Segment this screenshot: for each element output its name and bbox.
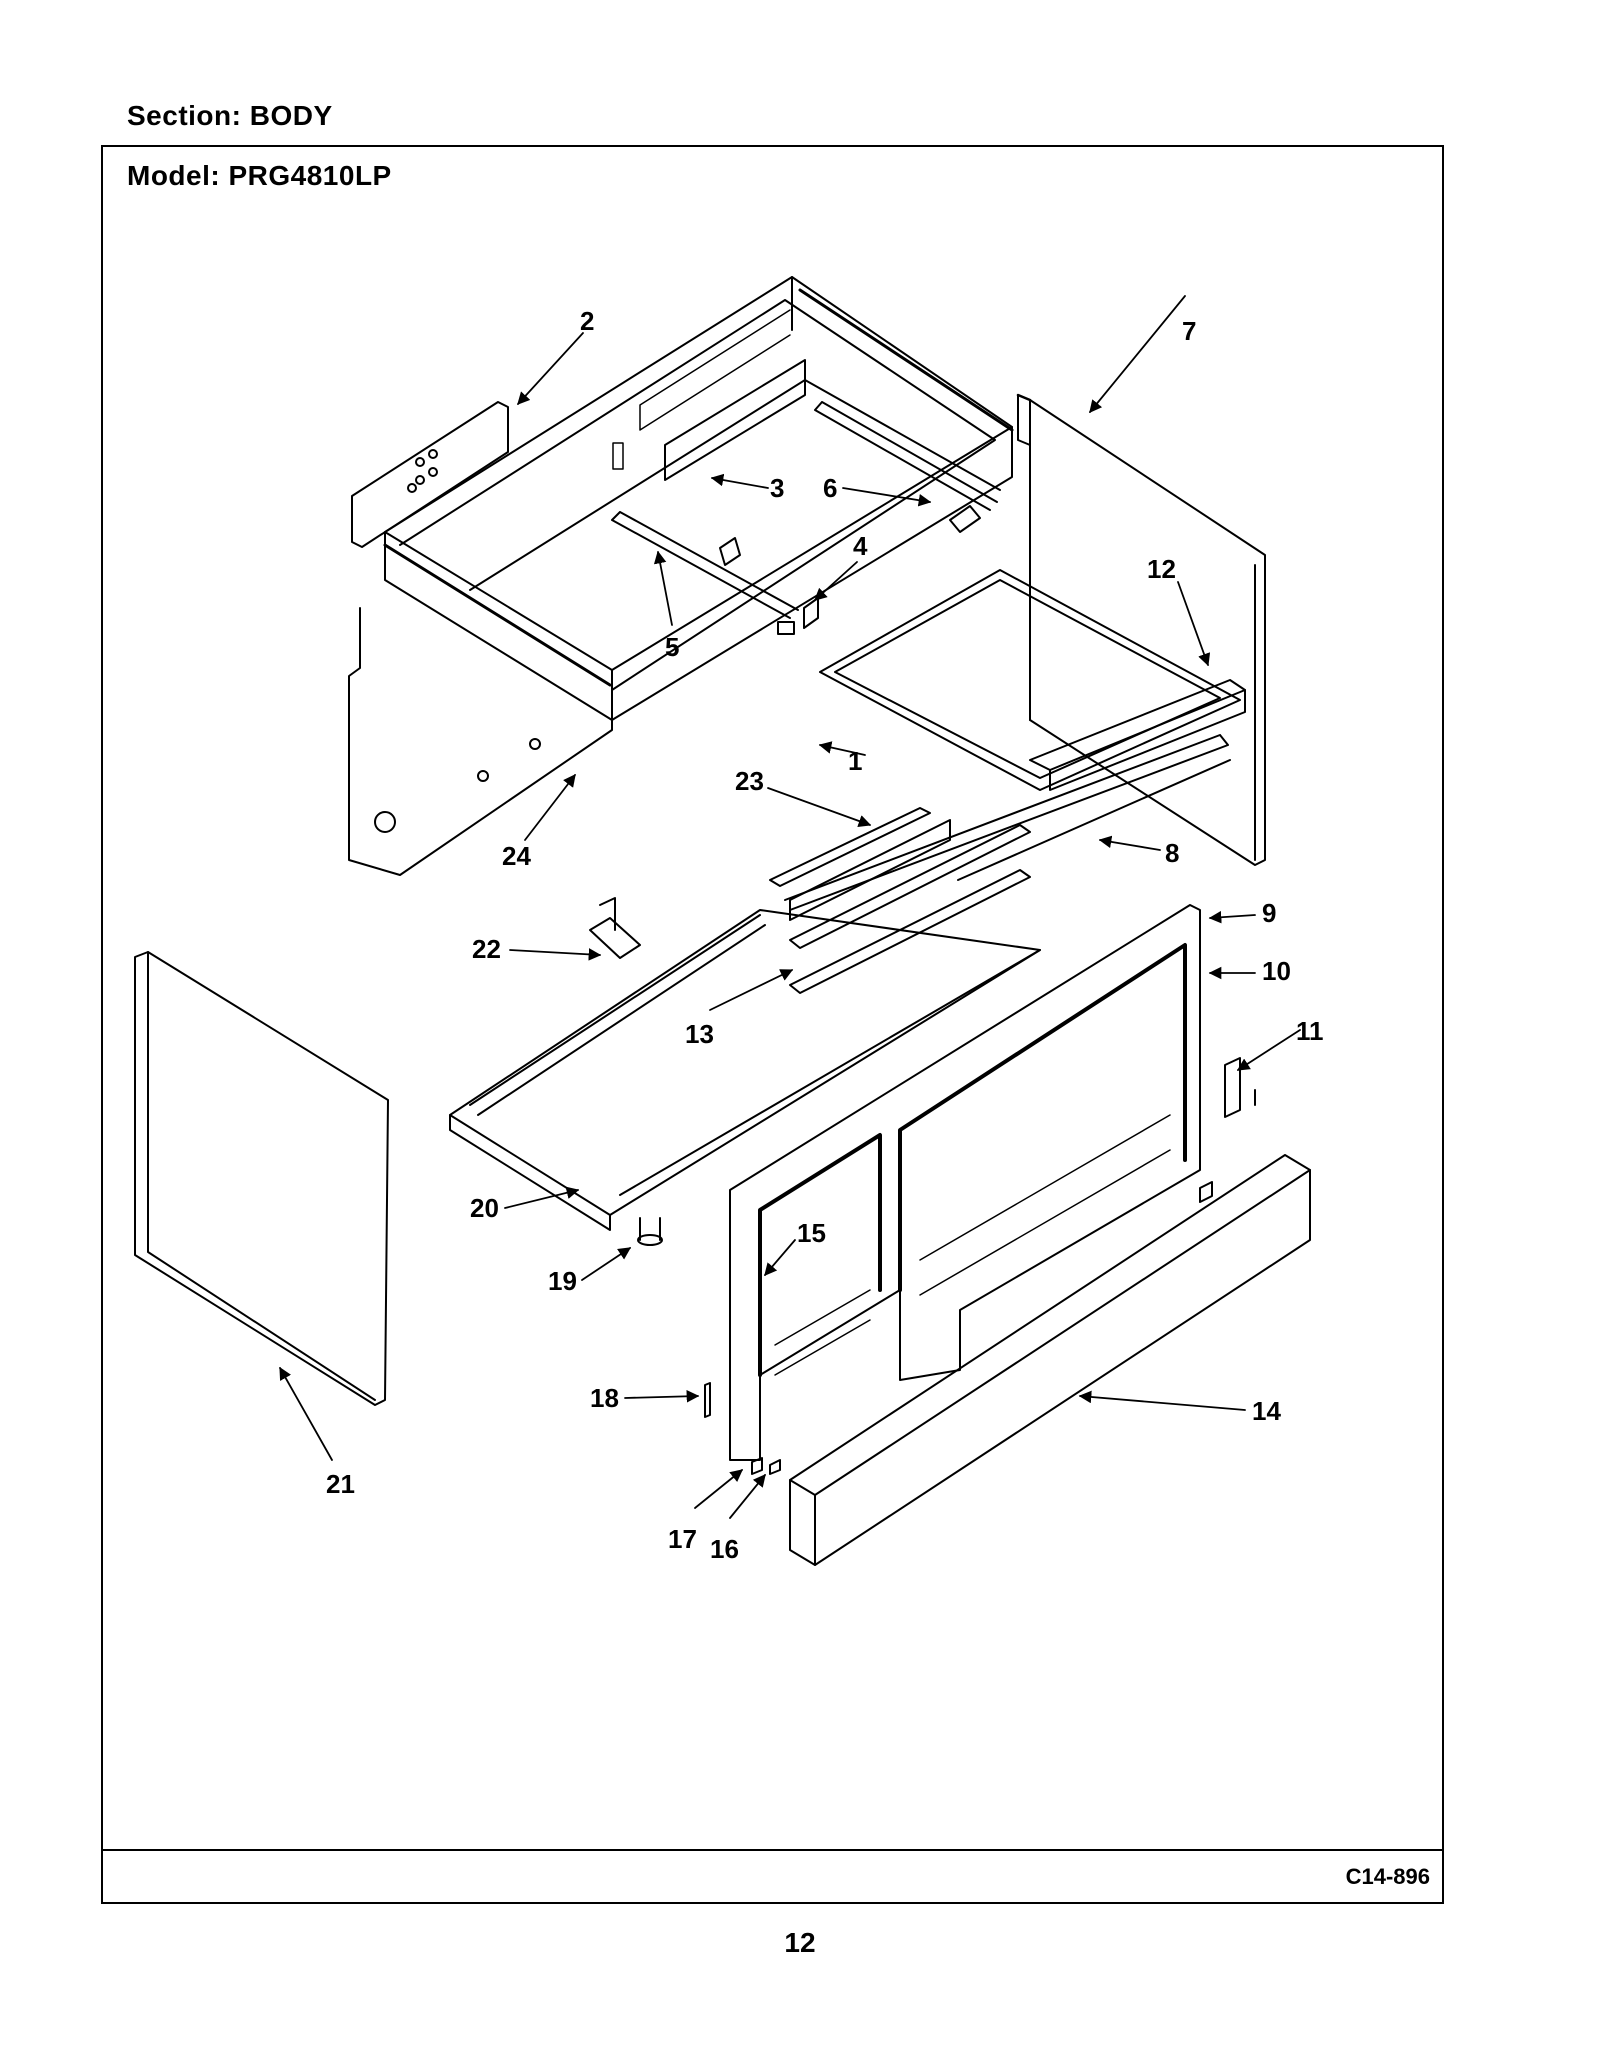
part-24-body-box <box>383 276 1014 721</box>
callout-24: 24 <box>502 841 531 871</box>
callout-5: 5 <box>665 632 679 662</box>
callout-9: 9 <box>1262 898 1276 928</box>
part-5-rail <box>611 511 799 619</box>
callout-11: 11 <box>1296 1016 1324 1046</box>
part-11-bracket <box>1224 1057 1256 1118</box>
callout-13: 13 <box>685 1019 714 1049</box>
callout-7: 7 <box>1182 316 1196 346</box>
page-number: 12 <box>784 1927 816 1958</box>
part-22-bracket <box>589 897 641 959</box>
part-20-base-frame <box>449 909 1041 1231</box>
part-18-bracket <box>704 1382 711 1418</box>
part-4-clip <box>719 537 819 635</box>
footer-rule <box>101 1849 1444 1851</box>
callout-12: 12 <box>1147 554 1176 584</box>
callout-4: 4 <box>853 531 868 561</box>
callout-8: 8 <box>1165 838 1179 868</box>
callout-10: 10 <box>1262 956 1291 986</box>
part-16-17-screws <box>751 1181 1213 1475</box>
part-23-trim <box>769 807 951 921</box>
callout-labels: 1 2 3 4 5 6 7 8 9 10 11 12 13 14 15 16 1… <box>326 306 1324 1564</box>
part-21-left-side-panel <box>134 951 389 1406</box>
callout-19: 19 <box>548 1266 577 1296</box>
callout-20: 20 <box>470 1193 499 1223</box>
callout-14: 14 <box>1252 1396 1281 1426</box>
callout-18: 18 <box>590 1383 619 1413</box>
callout-16: 16 <box>710 1534 739 1564</box>
part-19-leveling-foot <box>637 1217 663 1246</box>
section-title: Section: BODY <box>127 100 333 131</box>
part-3-plate <box>664 359 806 481</box>
model-title: Model: PRG4810LP <box>127 160 392 191</box>
callout-15: 15 <box>797 1218 826 1248</box>
body-lower-panel <box>348 607 613 876</box>
callout-17: 17 <box>668 1524 697 1554</box>
callout-3: 3 <box>770 473 784 503</box>
callout-leaders <box>279 295 1301 1519</box>
callout-22: 22 <box>472 934 501 964</box>
diagram-frame <box>101 145 1444 1904</box>
callout-21: 21 <box>326 1469 355 1499</box>
part-2-bracket <box>351 401 509 548</box>
part-6-rail <box>814 401 998 533</box>
callout-2: 2 <box>580 306 594 336</box>
part-13-trim <box>789 824 1031 994</box>
callout-1: 1 <box>848 746 862 776</box>
callout-6: 6 <box>823 473 837 503</box>
callout-23: 23 <box>735 766 764 796</box>
part-12-trim <box>1029 679 1246 791</box>
part-14-kick-plate <box>789 1154 1311 1566</box>
oven-burner-tubes <box>774 1114 1171 1376</box>
part-1-tray <box>819 569 1241 791</box>
part-7-right-side-panel <box>1016 393 1266 866</box>
part-10-gasket <box>758 943 1187 1377</box>
diagram-code: C14-896 <box>1345 1864 1430 1889</box>
